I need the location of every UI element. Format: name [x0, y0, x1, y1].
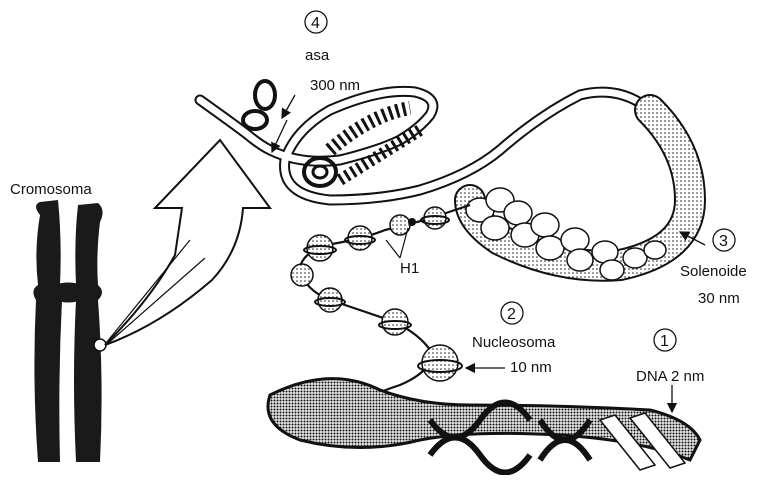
- solenoid-number: 3: [719, 233, 728, 250]
- nucleosome-size: 10 nm: [510, 359, 552, 376]
- nucleosome-string: [291, 205, 470, 400]
- dna-label: DNA 2 nm: [636, 368, 704, 385]
- chromosome-label: Cromosoma: [10, 181, 92, 198]
- chromosome-image: [33, 200, 106, 462]
- loop-name: asa: [305, 47, 330, 64]
- loop-fiber: [200, 81, 650, 200]
- histone-label: H1: [400, 260, 419, 277]
- curved-arrow: [105, 140, 270, 345]
- dna-double-helix: [268, 379, 700, 473]
- solenoid-size: 30 nm: [698, 290, 740, 307]
- dna-number: 1: [660, 333, 669, 350]
- solenoid-fiber: [466, 110, 690, 280]
- nucleosome-name: Nucleosoma: [472, 334, 556, 351]
- solenoid-name: Solenoide: [680, 263, 747, 280]
- loop-size: 300 nm: [310, 77, 360, 94]
- loop-arrow-up: [282, 95, 295, 118]
- loop-number: 4: [311, 15, 320, 32]
- nucleosome-number: 2: [507, 306, 516, 323]
